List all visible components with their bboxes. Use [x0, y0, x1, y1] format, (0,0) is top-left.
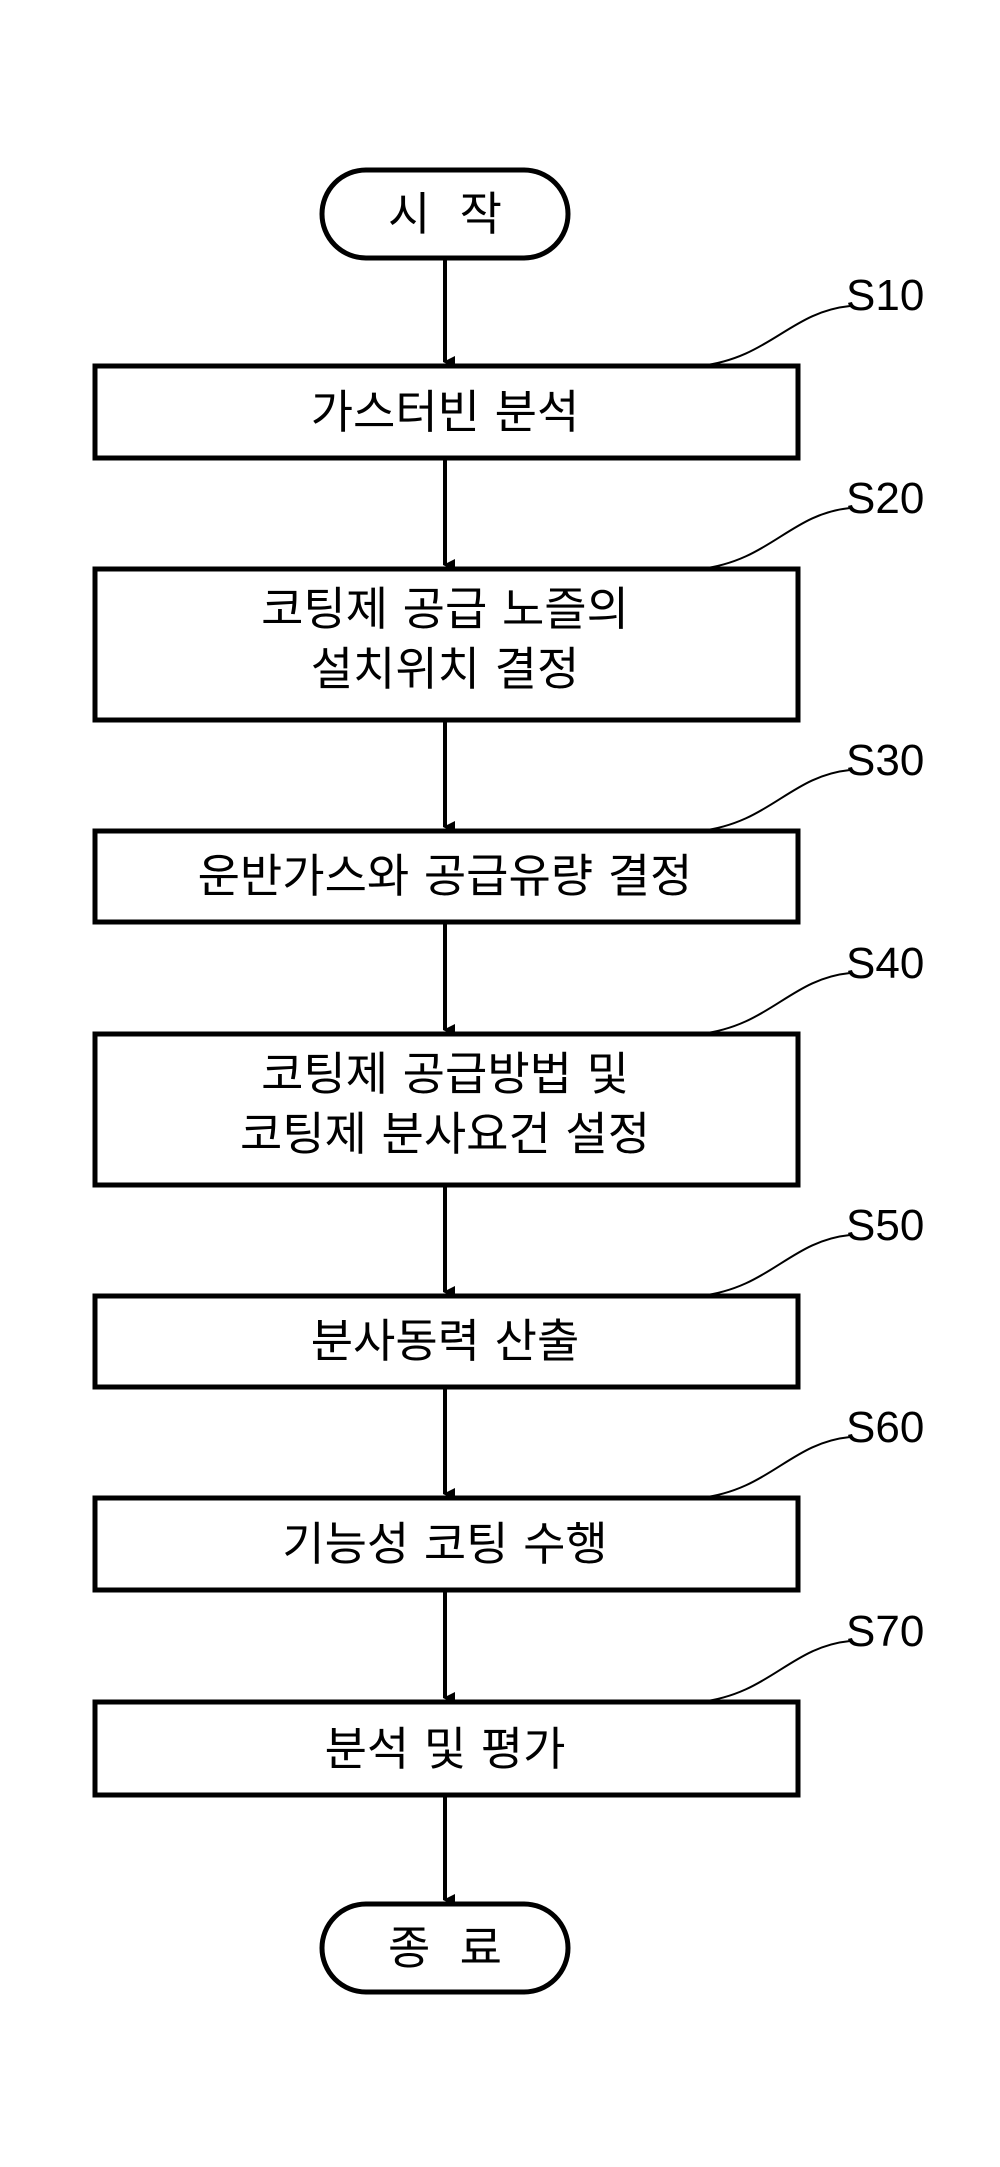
- step-s40-text-line1: 코팅제 공급방법 및: [261, 1047, 629, 1101]
- step-s20-label: S20: [846, 474, 924, 523]
- process-step-s30: 운반가스와 공급유량 결정 S30: [95, 736, 924, 922]
- step-s30-label: S30: [846, 736, 924, 785]
- step-s70-label: S70: [846, 1607, 924, 1656]
- step-s30-text: 운반가스와 공급유량 결정: [198, 849, 693, 903]
- step-s60-label: S60: [846, 1403, 924, 1452]
- process-step-s60: 기능성 코팅 수행 S60: [95, 1403, 924, 1590]
- process-step-s40: 코팅제 공급방법 및 코팅제 분사요건 설정 S40: [95, 939, 924, 1185]
- step-s20-text-line1: 코팅제 공급 노즐의: [261, 582, 629, 636]
- step-s70-text: 분석 및 평가: [325, 1722, 566, 1776]
- step-s40-label: S40: [846, 939, 924, 988]
- leader-s70: [700, 1641, 850, 1702]
- leader-s50: [700, 1235, 850, 1296]
- process-step-s70: 분석 및 평가 S70: [95, 1607, 924, 1795]
- process-step-s50: 분사동력 산출 S50: [95, 1201, 924, 1387]
- step-s40-text-line2: 코팅제 분사요건 설정: [240, 1107, 650, 1161]
- step-s50-text: 분사동력 산출: [311, 1314, 580, 1368]
- step-s10-text: 가스터빈 분석: [311, 385, 580, 439]
- end-terminal: 종 료: [322, 1904, 568, 1992]
- leader-s60: [700, 1437, 850, 1498]
- step-s60-text: 기능성 코팅 수행: [282, 1517, 607, 1571]
- leader-s20: [700, 508, 850, 569]
- leader-s40: [700, 973, 850, 1034]
- start-label: 시 작: [388, 187, 502, 241]
- step-s50-label: S50: [846, 1201, 924, 1250]
- leader-s30: [700, 770, 850, 831]
- step-s20-text-line2: 설치위치 결정: [311, 642, 580, 696]
- process-step-s10: 가스터빈 분석 S10: [95, 271, 924, 458]
- process-step-s20: 코팅제 공급 노즐의 설치위치 결정 S20: [95, 474, 924, 720]
- leader-s10: [700, 306, 850, 366]
- start-terminal: 시 작: [322, 170, 568, 258]
- step-s10-label: S10: [846, 271, 924, 320]
- end-label: 종 료: [388, 1921, 502, 1975]
